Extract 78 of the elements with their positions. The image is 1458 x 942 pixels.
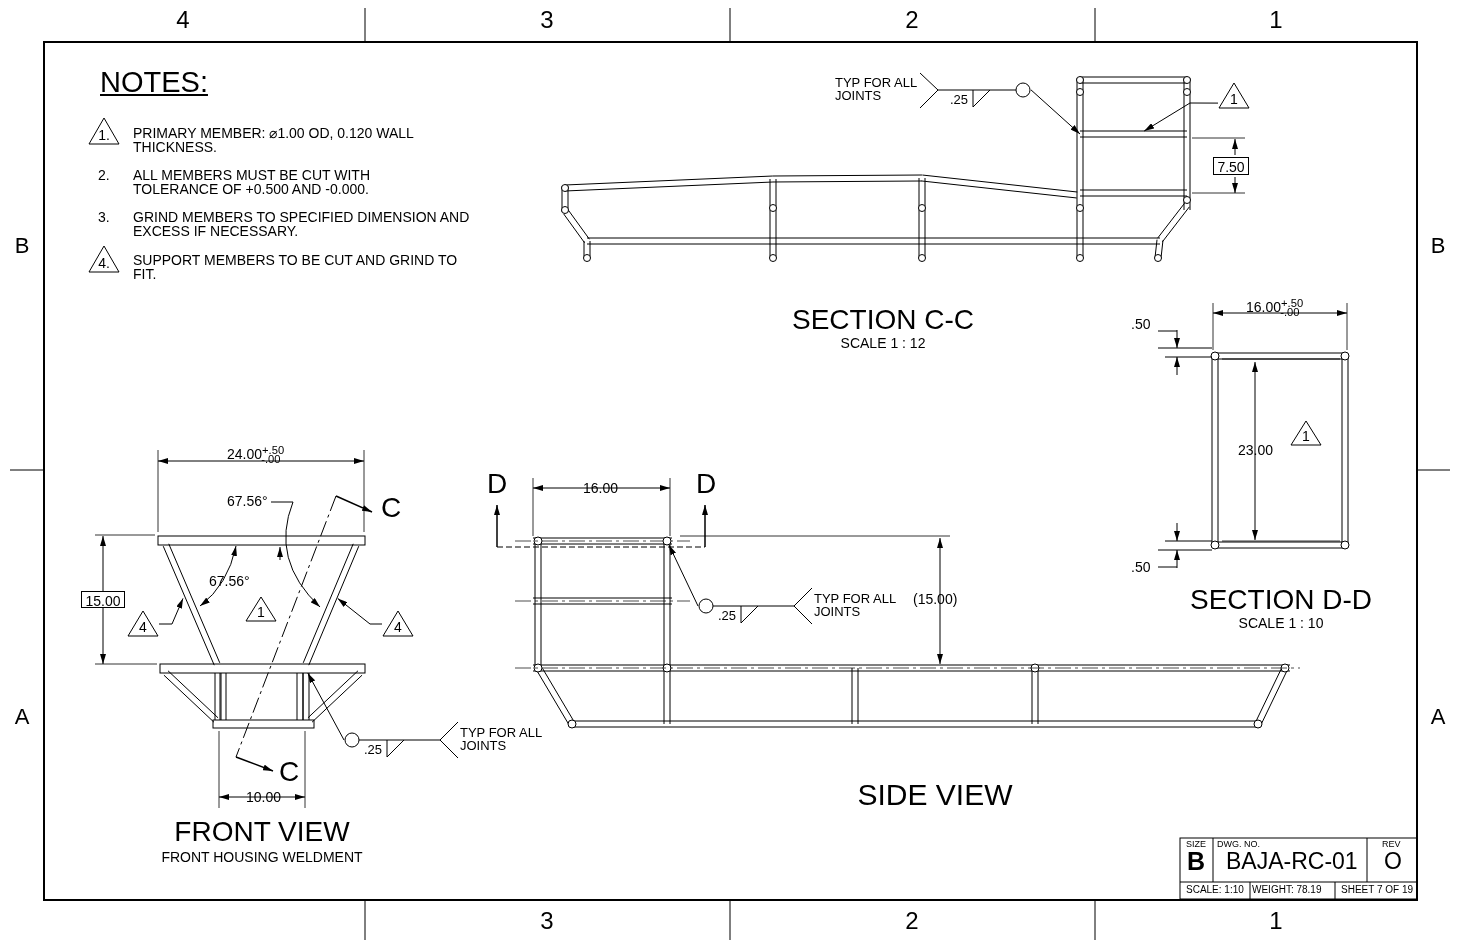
callout-number: 1 — [1301, 429, 1311, 443]
angle-value: 67.56° — [209, 574, 250, 588]
tube-member — [1079, 130, 1188, 138]
zone-number: 2 — [905, 909, 919, 933]
dimension-value: .50 — [1131, 560, 1151, 574]
callout-triangle — [382, 610, 414, 637]
section-letter: C — [279, 758, 300, 786]
leader-line — [668, 544, 699, 607]
weld-size: .25 — [364, 743, 383, 756]
callout-triangle — [1290, 420, 1322, 446]
sheet-size: B — [1187, 849, 1206, 874]
view-title: FRONT VIEW — [174, 818, 350, 846]
zone-number: 2 — [905, 8, 919, 32]
view-title: SECTION D-D — [1190, 586, 1372, 614]
zone-letter: B — [1430, 235, 1446, 257]
section-letter: D — [487, 470, 508, 498]
callout-triangle — [1218, 82, 1250, 109]
field-caption: SIZE — [1186, 840, 1206, 849]
section-letter: D — [696, 470, 717, 498]
scale-value: SCALE: 1:10 — [1186, 885, 1244, 895]
zone-letter: A — [14, 706, 30, 728]
weld-joint — [662, 536, 672, 546]
weld-size: .25 — [718, 609, 737, 622]
dimension-value: 7.50 — [1216, 160, 1246, 174]
callout-number: 1. — [97, 128, 111, 142]
tube-member — [302, 543, 360, 666]
weld-size: .25 — [950, 93, 969, 106]
callout-number: 1 — [1229, 92, 1239, 106]
weight-value: WEIGHT: 78.19 — [1252, 885, 1322, 895]
callout-triangle — [88, 117, 120, 145]
note-number: 2. — [98, 168, 110, 182]
section-letter: C — [381, 494, 402, 522]
callout-number: 4 — [393, 620, 403, 634]
callout-triangle — [245, 596, 277, 622]
callout-number: 4. — [97, 256, 111, 270]
zone-number: 1 — [1269, 8, 1283, 32]
leader-line — [1030, 89, 1081, 135]
drawing-number: BAJA-RC-01 — [1226, 850, 1358, 873]
dimension-value: 10.00 — [246, 790, 282, 804]
tube-member — [302, 672, 310, 721]
zone-number: 4 — [176, 8, 190, 32]
note-number: 3. — [98, 210, 110, 224]
weld-note: TYP FOR ALL JOINTS — [835, 76, 918, 102]
leader-line — [1143, 102, 1219, 132]
note-text: SUPPORT MEMBERS TO BE CUT AND GRIND TO FIT. — [133, 253, 459, 281]
field-caption: DWG. NO. — [1217, 840, 1260, 849]
leader-line — [158, 597, 184, 625]
zone-letter: B — [14, 235, 30, 257]
callout-number: 1 — [256, 605, 266, 619]
view-subtitle: FRONT HOUSING WELDMENT — [161, 850, 363, 864]
dimension-value: 16.00 — [583, 481, 619, 495]
angle-value: 67.56° — [227, 494, 268, 508]
view-title: SIDE VIEW — [857, 780, 1013, 810]
scale-note: SCALE 1 : 12 — [840, 336, 926, 350]
dimension-value: 15.00 — [84, 594, 122, 608]
zone-number: 3 — [540, 909, 554, 933]
callout-triangle — [127, 610, 159, 637]
sheet-number: SHEET 7 OF 19 — [1341, 885, 1414, 895]
weld-note: TYP FOR ALL JOINTS — [814, 592, 897, 618]
dimension-value: 23.00 — [1238, 443, 1274, 457]
revision: O — [1384, 850, 1402, 873]
weld-note: TYP FOR ALL JOINTS — [460, 726, 543, 752]
field-caption: REV — [1382, 840, 1401, 849]
dimension-value: .50 — [1131, 317, 1151, 331]
leader-line — [337, 597, 383, 625]
dimension-value: (15.00) — [913, 592, 958, 606]
callout-triangle — [88, 245, 120, 273]
note-text: PRIMARY MEMBER: ⌀1.00 OD, 0.120 WALL THICKNESS. — [133, 126, 415, 154]
scale-note: SCALE 1 : 10 — [1238, 616, 1324, 630]
notes-heading: NOTES: — [100, 68, 208, 97]
note-text: GRIND MEMBERS TO SPECIFIED DIMENSION AND EXCESS IF NECESSARY. — [133, 210, 471, 238]
zone-letter: A — [1430, 706, 1446, 728]
leader-line — [307, 672, 345, 741]
callout-number: 4 — [138, 620, 148, 634]
zone-number: 3 — [540, 8, 554, 32]
note-text: ALL MEMBERS MUST BE CUT WITH TOLERANCE OF +0.500 AND -0.000. — [133, 168, 371, 196]
zone-number: 1 — [1269, 909, 1283, 933]
view-title: SECTION C-C — [792, 306, 974, 334]
